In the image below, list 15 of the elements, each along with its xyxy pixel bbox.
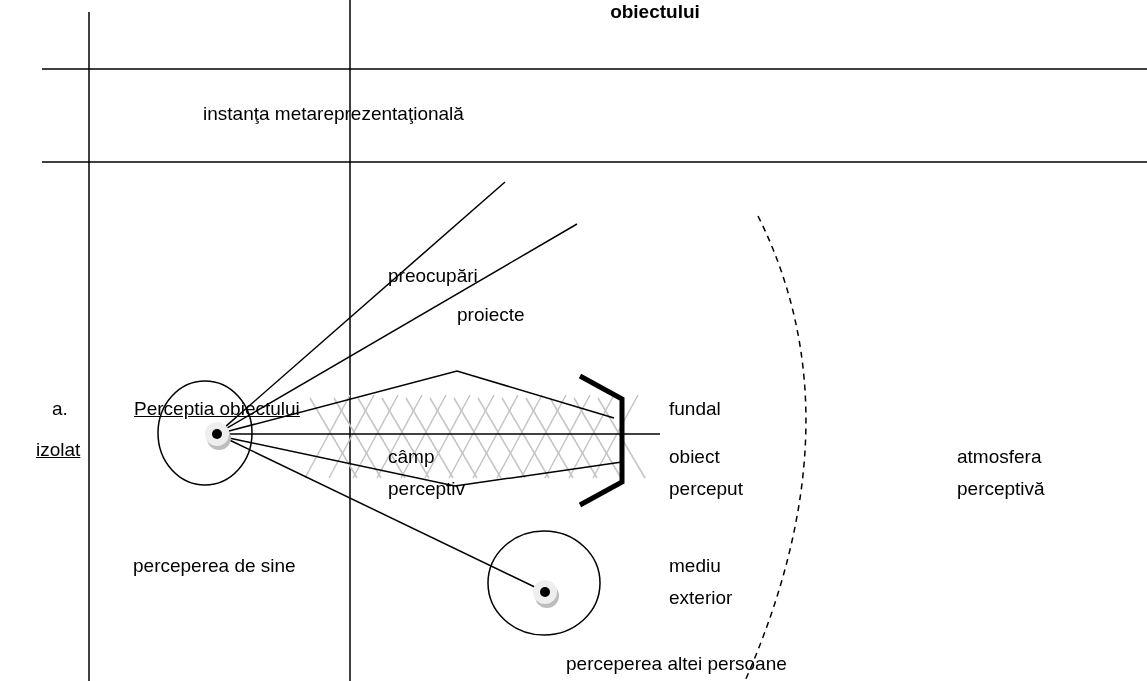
text-label: perceperea altei persoane [566,652,787,676]
text-label: fundal [669,397,721,421]
text-label: proiecte [457,303,525,327]
line [226,223,578,429]
text-label: câmp perceptiv [388,445,466,501]
text-label: a. [52,397,68,421]
line [225,181,506,427]
eye-icon [205,422,229,446]
eye-icon [533,580,557,604]
text-label: perceperea de sine [133,554,296,578]
text-label: izolat [36,438,81,462]
text-label: obiectului [610,0,700,24]
text-label: mediu exterior [669,554,733,610]
text-label: obiect perceput [669,445,743,501]
text-label: atmosfera perceptivă [957,445,1045,501]
